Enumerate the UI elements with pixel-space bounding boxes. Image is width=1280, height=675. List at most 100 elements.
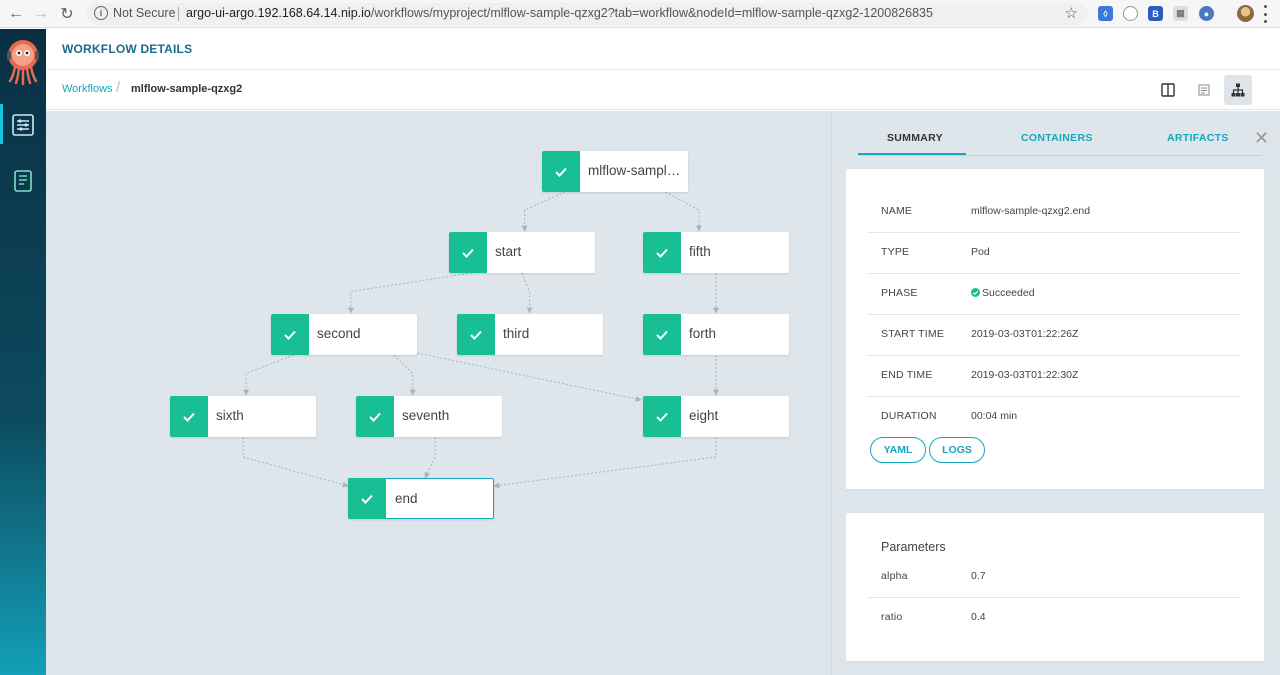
- graph-node-root[interactable]: mlflow-sample-...: [542, 151, 688, 192]
- field-value: 00:04 min: [971, 410, 1018, 422]
- node-label: start: [495, 244, 522, 259]
- phase-status-text: Succeeded: [982, 287, 1035, 299]
- columns-icon: [1161, 83, 1175, 97]
- yaml-button[interactable]: YAML: [870, 437, 926, 463]
- tab-artifacts[interactable]: ARTIFACTS: [1167, 132, 1229, 144]
- nav-active-indicator: [0, 104, 3, 144]
- shield-icon[interactable]: ●: [1199, 6, 1214, 21]
- field-label: START TIME: [881, 328, 945, 340]
- timeline-view-button[interactable]: [1190, 75, 1218, 105]
- b-icon[interactable]: B: [1148, 6, 1163, 21]
- info-icon[interactable]: i: [94, 6, 108, 20]
- summary-row-duration: DURATION 00:04 min: [867, 397, 1241, 438]
- browser-toolbar: ← → ↻ i Not Secure argo-ui-argo.192.168.…: [0, 0, 1280, 28]
- field-label: NAME: [881, 205, 913, 217]
- parameter-name: alpha: [881, 570, 908, 582]
- summary-row-end-time: END TIME 2019-03-03T01:22:30Z: [867, 356, 1241, 397]
- field-value: Succeeded: [971, 287, 1035, 299]
- node-label: second: [317, 326, 361, 341]
- graph-node-sixth[interactable]: sixth: [170, 396, 316, 437]
- translate-icon[interactable]: ◊: [1098, 6, 1113, 21]
- success-check-icon: [457, 314, 495, 355]
- field-value: mlflow-sample-qzxg2.end: [971, 205, 1091, 217]
- graph-node-fifth[interactable]: fifth: [643, 232, 789, 273]
- summary-row-type: TYPE Pod: [867, 233, 1241, 274]
- success-check-icon: [348, 478, 386, 519]
- field-label: END TIME: [881, 369, 933, 381]
- success-check-icon: [643, 232, 681, 273]
- edge-root-to-start: [521, 191, 566, 232]
- split-view-button[interactable]: [1154, 75, 1182, 105]
- graph-node-seventh[interactable]: seventh: [356, 396, 502, 437]
- breadcrumb-workflows-link[interactable]: Workflows: [62, 83, 113, 95]
- edge-sixth-to-end: [242, 437, 349, 488]
- tab-containers[interactable]: CONTAINERS: [1021, 132, 1093, 144]
- node-label: eight: [689, 408, 719, 423]
- edge-second-to-seventh: [393, 354, 416, 396]
- left-nav: [0, 29, 46, 675]
- success-check-icon: [170, 396, 208, 437]
- parameter-value: 0.4: [971, 611, 986, 623]
- grid-icon[interactable]: ▦: [1173, 6, 1188, 21]
- page-header: WORKFLOW DETAILS: [46, 29, 1280, 70]
- summary-row-name: NAME mlflow-sample-qzxg2.end: [867, 192, 1241, 233]
- logs-button[interactable]: LOGS: [929, 437, 985, 463]
- parameter-name: ratio: [881, 611, 903, 623]
- active-tab-indicator: [858, 153, 966, 155]
- graph-edges: [242, 191, 719, 489]
- check-circle-icon: [971, 288, 980, 297]
- graph-node-second[interactable]: second: [271, 314, 417, 355]
- summary-row-phase: PHASE Succeeded: [867, 274, 1241, 315]
- url-text[interactable]: argo-ui-argo.192.168.64.14.nip.io/workfl…: [186, 6, 933, 20]
- field-value: Pod: [971, 246, 990, 258]
- success-check-icon: [542, 151, 580, 192]
- workflow-graph: mlflow-sample-... start fifth second third fo…: [46, 111, 831, 675]
- graph-view-button[interactable]: [1224, 75, 1252, 105]
- success-check-icon: [643, 396, 681, 437]
- list-icon: [1198, 84, 1210, 96]
- bookmark-star-icon[interactable]: ☆: [1064, 5, 1078, 22]
- field-value: 2019-03-03T01:22:30Z: [971, 369, 1079, 381]
- node-label: mlflow-sample-...: [588, 163, 684, 178]
- edge-start-to-second: [347, 272, 473, 314]
- forward-arrow-icon[interactable]: →: [33, 5, 49, 22]
- workflows-nav-icon[interactable]: [11, 113, 35, 137]
- breadcrumb-current: mlflow-sample-qzxg2: [131, 83, 243, 95]
- success-check-icon: [271, 314, 309, 355]
- summary-card: NAME mlflow-sample-qzxg2.end TYPE Pod PH…: [846, 169, 1264, 489]
- edge-start-to-third: [521, 272, 533, 314]
- toolbar: Workflows / mlflow-sample-qzxg2: [46, 70, 1280, 110]
- graph-node-eight[interactable]: eight: [643, 396, 789, 437]
- edge-seventh-to-end: [424, 437, 436, 479]
- graph-node-forth[interactable]: forth: [643, 314, 789, 355]
- node-label: end: [395, 491, 418, 506]
- divider: [178, 7, 179, 21]
- parameter-value: 0.7: [971, 570, 986, 582]
- summary-row-start-time: START TIME 2019-03-03T01:22:26Z: [867, 315, 1241, 356]
- edge-second-to-sixth: [243, 354, 295, 396]
- success-check-icon: [643, 314, 681, 355]
- back-arrow-icon[interactable]: ←: [8, 5, 24, 22]
- tab-summary[interactable]: SUMMARY: [887, 132, 943, 144]
- close-icon[interactable]: ✕: [1254, 128, 1270, 148]
- graph-node-end[interactable]: end: [348, 478, 494, 519]
- parameter-row: alpha 0.7: [867, 557, 1241, 598]
- breadcrumb-separator: /: [116, 79, 121, 96]
- address-bar[interactable]: i Not Secure argo-ui-argo.192.168.64.14.…: [86, 3, 1088, 25]
- timeline-nav-icon[interactable]: [11, 169, 35, 193]
- parameters-title: Parameters: [881, 540, 946, 554]
- field-label: TYPE: [881, 246, 910, 258]
- security-label: Not Secure: [113, 6, 176, 20]
- profile-avatar[interactable]: [1237, 5, 1254, 22]
- field-label: DURATION: [881, 410, 937, 422]
- graph-node-third[interactable]: third: [457, 314, 603, 355]
- edge-eight-to-end: [493, 437, 717, 489]
- graph-node-start[interactable]: start: [449, 232, 595, 273]
- reload-icon[interactable]: ↻: [60, 6, 74, 23]
- node-label: third: [503, 326, 530, 341]
- argo-logo-icon[interactable]: [5, 37, 41, 87]
- node-label: seventh: [402, 408, 450, 423]
- browser-menu-icon[interactable]: [1262, 5, 1268, 23]
- circle-icon[interactable]: [1123, 6, 1138, 21]
- edge-second-to-eight: [416, 352, 642, 402]
